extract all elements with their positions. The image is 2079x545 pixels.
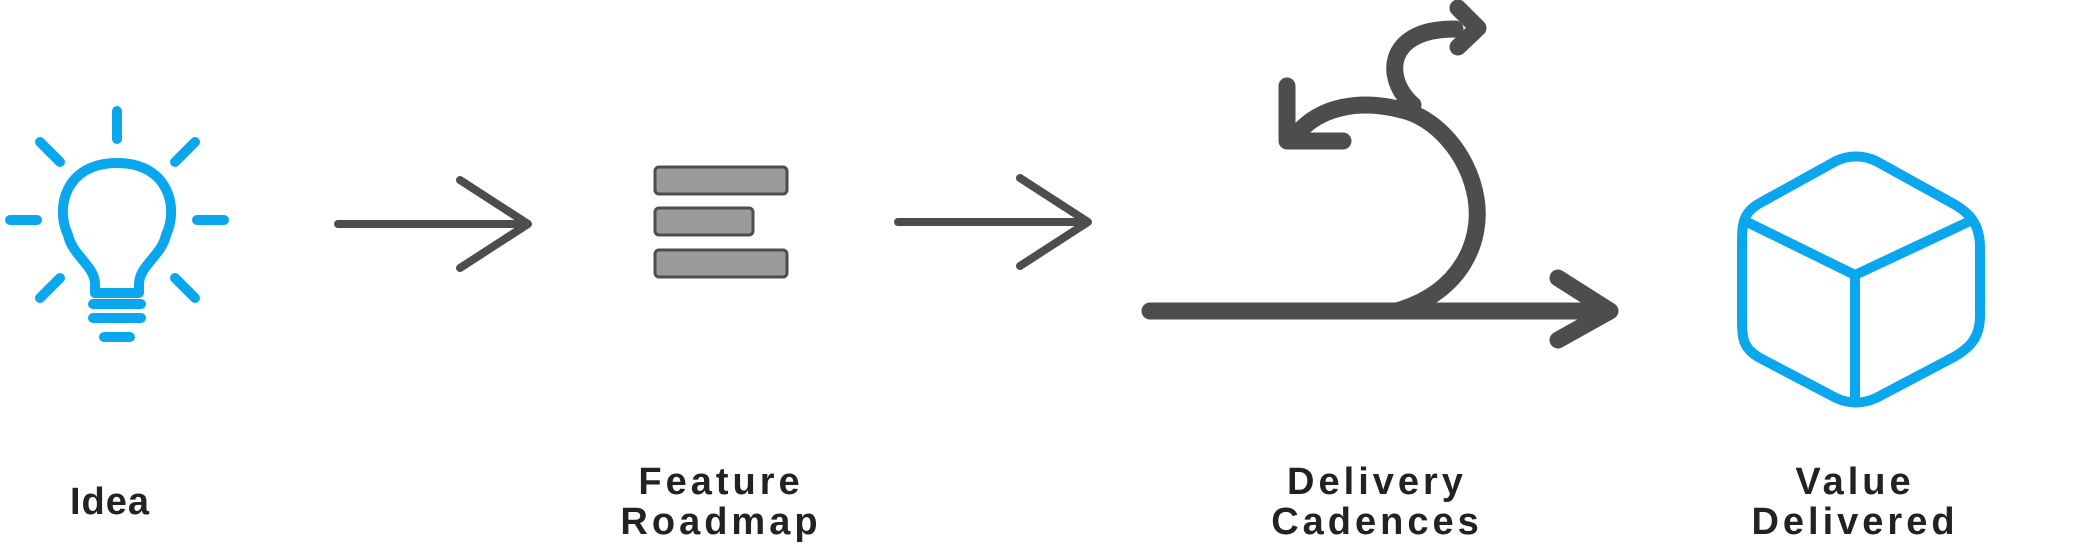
label-value-delivered: Value Delivered xyxy=(1751,462,1958,542)
ray-top-left xyxy=(35,137,65,167)
label-idea: Idea xyxy=(69,481,151,523)
loop-circle xyxy=(1288,96,1486,320)
label-feature-roadmap-line1: Feature xyxy=(638,461,804,503)
box-outline xyxy=(1737,151,1985,408)
label-feature-roadmap: Feature Roadmap xyxy=(620,462,821,542)
roadmap-bar-2 xyxy=(653,206,755,237)
box-top-edges xyxy=(1742,217,1973,280)
ray-bottom-left xyxy=(35,273,65,303)
roadmap-bar-1 xyxy=(653,165,789,196)
loop-curl-arrow xyxy=(1449,0,1487,56)
label-value-delivered-line2: Delivered xyxy=(1751,501,1959,543)
ray-bottom-right xyxy=(170,273,200,303)
ray-top-right xyxy=(170,137,200,167)
loop-return-arrow xyxy=(1278,77,1352,150)
loop-curl xyxy=(1386,20,1464,114)
label-feature-roadmap-line2: Roadmap xyxy=(620,501,822,543)
box-icon xyxy=(1737,151,1985,408)
arrow-right-icon xyxy=(334,176,532,272)
roadmap-bars-icon xyxy=(653,165,789,279)
lightbulb-icon xyxy=(5,106,229,342)
roadmap-bar-3 xyxy=(653,248,789,279)
label-delivery-cadences-line1: Delivery xyxy=(1287,461,1467,503)
label-value-delivered-line1: Value xyxy=(1795,461,1915,503)
iteration-loop-icon xyxy=(1141,0,1619,349)
loop-arrowhead xyxy=(1549,269,1619,349)
label-delivery-cadences-line2: Cadences xyxy=(1271,501,1483,543)
arrow-right-icon xyxy=(894,174,1092,270)
label-delivery-cadences: Delivery Cadences xyxy=(1271,462,1483,542)
bulb-glass xyxy=(57,158,177,298)
